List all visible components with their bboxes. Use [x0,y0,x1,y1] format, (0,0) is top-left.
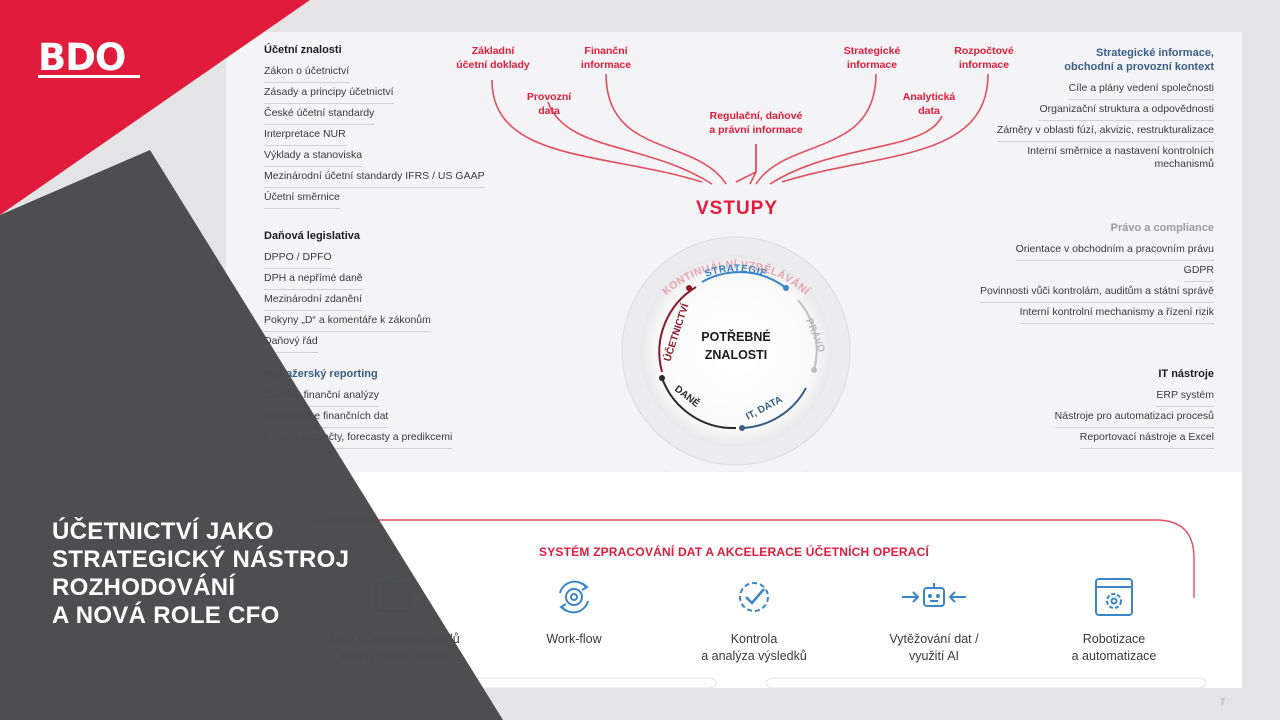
tax-legislation-list: Daňová legislativa DPPO / DPFO DPH a nep… [264,228,431,353]
system-item-workflow: Work-flow [546,632,602,646]
list-item: Nástroje pro automatizaci procesů [1054,407,1214,428]
svg-text:STRATEGIE: STRATEGIE [704,263,769,280]
strategic-info-list: Strategické informace, obchodní a provoz… [996,44,1214,175]
list-item: Účetní směrnice [264,188,340,209]
circle-center-label: POTŘEBNÉ ZNALOSTI [701,330,771,362]
system-item-control: Kontrola a analýza výsledků [701,632,807,663]
law-compliance-list: Právo a compliance Orientace v obchodním… [979,220,1214,324]
system-item-ai: Vytěžování dat / využití AI [889,632,979,663]
list-item: Cíle a plány vedení společnosti [1068,79,1214,100]
list-item: Pokyny „D“ a komentáře k zákonům [264,311,431,332]
list-item: Mezinárodní účetní standardy IFRS / US G… [264,167,485,188]
system-title: SYSTÉM ZPRACOVÁNÍ DAT A AKCELERACE ÚČETN… [539,545,929,559]
strategic-info-heading: Strategické informace, obchodní a provoz… [1064,47,1214,73]
list-item: Interní směrnice a nastavení kontrolních… [1027,145,1214,170]
list-item: Mezinárodní zdanění [264,290,363,311]
list-item: Zásady a principy účetnictví [264,83,394,104]
list-item: ERP systém [1156,386,1214,407]
arc-label-strategy: STRATEGIE [704,263,768,280]
title-line: STRATEGICKÝ NÁSTROJ [52,546,350,573]
list-item: Organizační struktura a odpovědnosti [1039,100,1214,121]
list-item: České účetní standardy [264,104,375,125]
gear-cycle-icon [559,580,589,614]
list-item: Zákon o účetnictví [264,62,350,83]
list-item: DPH a nepřímé daně [264,269,363,290]
list-item: GDPR [1183,261,1214,282]
managerial-reporting-heading: Manažerský reporting [264,368,378,380]
list-item: Interní kontrolní mechanismy a řízení ri… [1019,303,1214,324]
it-tools-list: IT nástroje ERP systém Nástroje pro auto… [1054,366,1214,449]
input-financial-info: Finanční informace [580,45,632,71]
title-line: ÚČETNICTVÍ JAKO [52,518,274,545]
list-item: DPPO / DPFO [264,248,332,269]
law-compliance-heading: Právo a compliance [1110,222,1214,234]
logo-underline [38,75,140,78]
gear-check-icon [739,582,769,612]
title-line: ROZHODOVÁNÍ [52,574,236,601]
list-item: Záměry v oblasti fúzí, akvizic, restrukt… [996,121,1214,142]
input-regulatory-info: Regulační, daňové a právní informace [709,110,803,136]
inputs-label: VSTUPY [696,198,779,219]
infographic-panel: KONTINUÁLNÍ VZDĚLÁVÁNÍ STRATEGIE PRÁVO I… [226,32,1242,472]
title-line: A NOVÁ ROLE CFO [52,602,280,629]
bdo-logo: BDO [38,36,126,79]
list-item: Interpretace NUR [264,125,346,146]
robot-icon [902,583,966,607]
accounting-knowledge-list: Účetní znalosti Zákon o účetnictví Zásad… [264,42,485,209]
input-operational-data: Provozní data [526,91,572,117]
connector-lines: KONTINUÁLNÍ VZDĚLÁVÁNÍ STRATEGIE PRÁVO I… [491,73,989,472]
browser-gear-icon [1095,578,1133,616]
accounting-knowledge-heading: Účetní znalosti [264,44,342,56]
page-number: 7 [1220,697,1226,707]
input-analytical-data: Analytická data [902,91,956,117]
input-basic-docs: Základní účetní doklady [456,45,530,71]
list-item: Orientace v obchodním a pracovním právu [1015,240,1214,261]
list-item: Reportovací nástroje a Excel [1079,428,1214,449]
system-item-automation: Robotizace a automatizace [1071,632,1157,663]
it-tools-heading: IT nástroje [1158,368,1214,380]
input-budget-info: Rozpočtové informace [954,45,1014,71]
input-strategic-info: Strategické informace [843,45,901,71]
list-item: Výklady a stanoviska [264,146,363,167]
tax-legislation-heading: Daňová legislativa [264,230,360,242]
slide-title: ÚČETNICTVÍ JAKO STRATEGICKÝ NÁSTROJ ROZH… [52,518,349,630]
list-item: Daňový řád [264,332,318,353]
list-item: Povinnosti vůči kontrolám, auditům a stá… [979,282,1214,303]
